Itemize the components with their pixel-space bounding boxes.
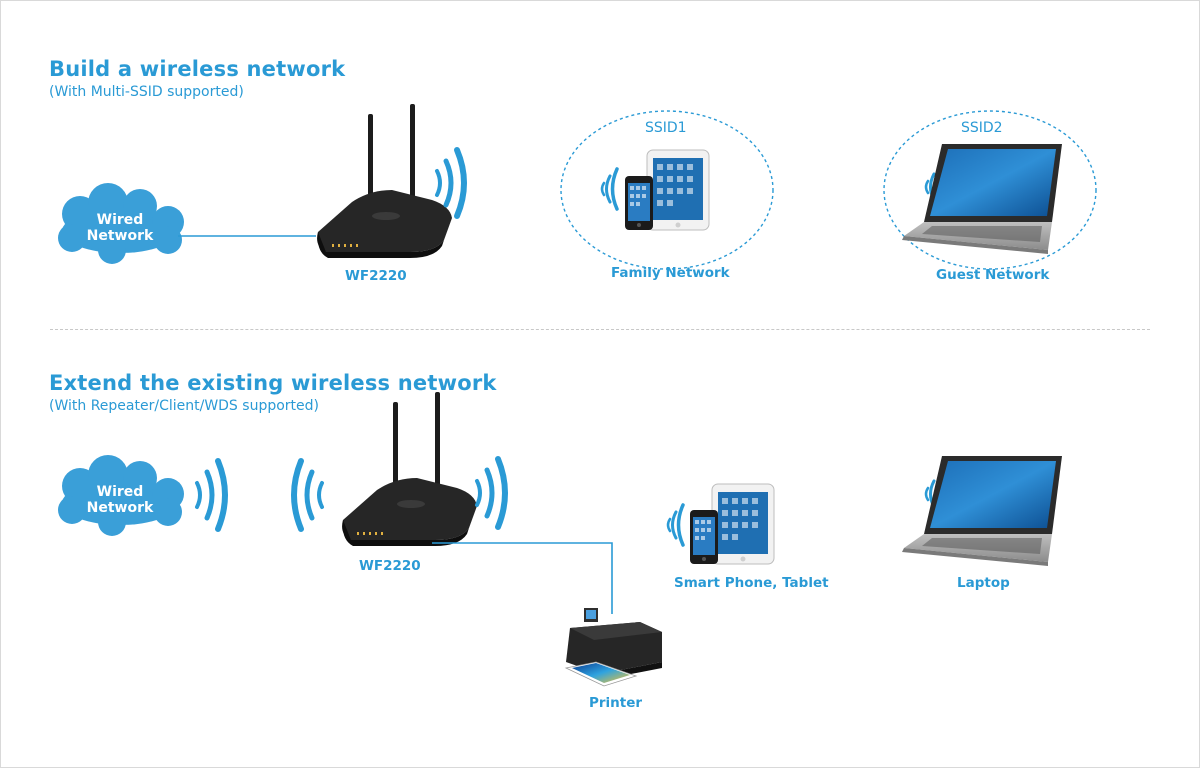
wired-network-cloud-icon — [58, 183, 184, 264]
wifi-waves-icon — [475, 456, 508, 530]
router-label: WF2220 — [359, 558, 421, 574]
ssid1-label: SSID1 — [645, 120, 687, 136]
section-divider — [50, 329, 1150, 330]
cloud-label: Wired Network — [75, 212, 165, 244]
cloud-label-line2: Network — [86, 500, 154, 516]
section2-title: Extend the existing wireless network — [49, 371, 497, 395]
wired-network-cloud-icon — [58, 455, 184, 536]
cloud-label: Wired Network — [75, 484, 165, 516]
printer-icon — [564, 608, 662, 687]
laptop-icon — [902, 144, 1062, 254]
laptop-icon — [902, 456, 1062, 566]
section1-subtitle: (With Multi-SSID supported) — [49, 84, 244, 100]
family-network-label: Family Network — [611, 265, 730, 281]
cloud-label-line2: Network — [86, 228, 154, 244]
wifi-waves-icon — [435, 147, 467, 219]
laptop-label: Laptop — [957, 575, 1010, 591]
cloud-label-line1: Wired — [96, 484, 144, 500]
router-label: WF2220 — [345, 268, 407, 284]
ssid2-label: SSID2 — [961, 120, 1003, 136]
ssid1-boundary — [560, 110, 774, 270]
ethernet-cable — [432, 542, 613, 614]
cloud-label-line1: Wired — [96, 212, 144, 228]
router-icon — [342, 392, 477, 546]
guest-network-label: Guest Network — [936, 267, 1050, 283]
section2-subtitle: (With Repeater/Client/WDS supported) — [49, 398, 319, 414]
printer-label: Printer — [589, 695, 643, 711]
ssid2-boundary — [883, 110, 1097, 270]
wifi-waves-icon — [666, 503, 685, 547]
section1-title: Build a wireless network — [49, 57, 346, 81]
phone-tablet-icon — [624, 149, 710, 231]
phone-tablet-label: Smart Phone, Tablet — [674, 575, 829, 591]
wifi-waves-icon — [600, 167, 619, 211]
phone-tablet-icon — [689, 483, 775, 565]
wifi-waves-icon — [195, 458, 228, 532]
wifi-waves-icon — [291, 458, 324, 532]
router-icon — [317, 104, 452, 258]
